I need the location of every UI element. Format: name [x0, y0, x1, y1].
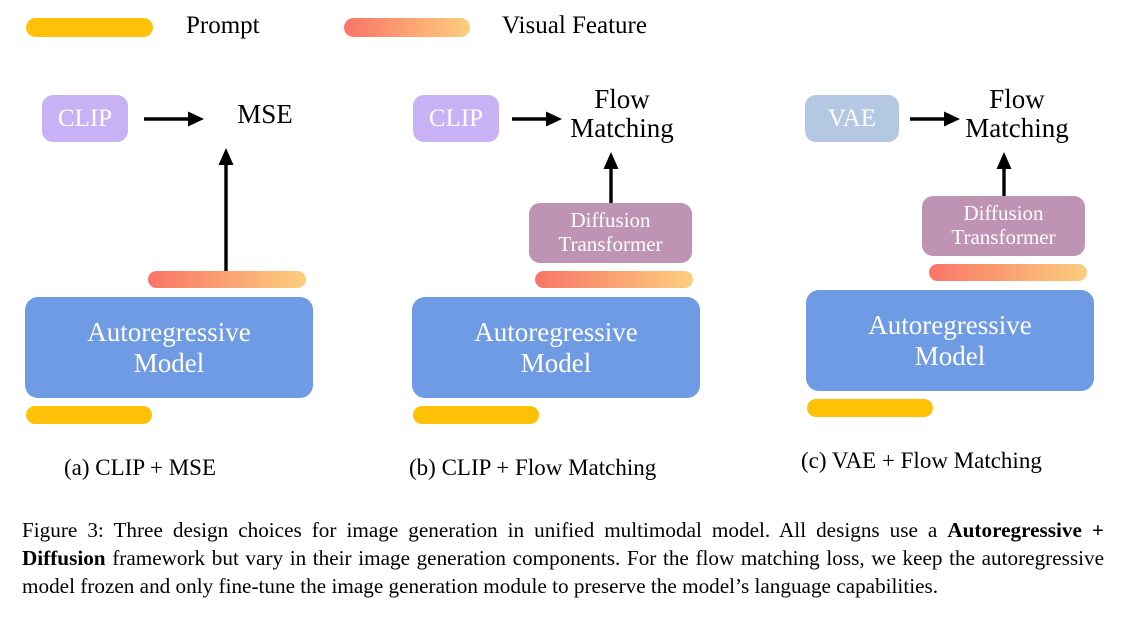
- panel-b-caption: (b) CLIP + Flow Matching: [409, 455, 657, 480]
- legend-swatch-prompt: [26, 18, 153, 37]
- panel-a-prompt-bar: [26, 406, 152, 424]
- panel-a: CLIP MSE Autoregressive Model (a) CLIP +…: [0, 0, 374, 500]
- panel-c-diffusion-transformer-box[interactable]: Diffusion Transformer: [922, 196, 1085, 256]
- figure-caption-prefix: Figure 3: Three design choices for image…: [22, 518, 948, 542]
- panel-c-loss-label: Flow Matching: [965, 84, 1069, 144]
- panel-a-encoder-box[interactable]: CLIP: [42, 95, 128, 142]
- panel-c-visual-feature-bar: [929, 264, 1087, 281]
- panel-a-encoder-to-loss-arrow: [144, 111, 204, 127]
- panel-c-prompt-bar: [807, 399, 933, 417]
- panel-a-autoregressive-model-box[interactable]: Autoregressive Model: [25, 297, 313, 398]
- panel-c-diffusion-label: Diffusion Transformer: [951, 201, 1056, 249]
- panel-b-encoder-box[interactable]: CLIP: [413, 95, 499, 142]
- panel-b-loss-label: Flow Matching: [570, 84, 674, 144]
- panel-b-diffusion-transformer-box[interactable]: Diffusion Transformer: [529, 203, 692, 263]
- panel-a-loss-label: MSE: [237, 99, 293, 129]
- figure-caption-suffix: framework but vary in their image genera…: [22, 546, 1104, 599]
- panel-b: CLIP Flow Matching Diffusion Transformer…: [409, 84, 700, 480]
- panel-c-autoregressive-model-box[interactable]: Autoregressive Model: [806, 290, 1094, 391]
- panel-b-diffusion-to-loss-arrow: [603, 152, 619, 204]
- panel-b-encoder-to-loss-arrow: [512, 111, 562, 127]
- panel-c-encoder-box[interactable]: VAE: [805, 95, 899, 142]
- panel-b-diffusion-label: Diffusion Transformer: [558, 208, 663, 256]
- panel-c-encoder-to-loss-arrow: [910, 111, 960, 127]
- panel-b-encoder-label: CLIP: [428, 104, 484, 132]
- legend-label-prompt: Prompt: [186, 12, 260, 39]
- panel-a-visual-feature-bar: [148, 271, 306, 288]
- panel-a-encoder-label: CLIP: [57, 104, 113, 132]
- panel-a-caption: (a) CLIP + MSE: [64, 455, 217, 480]
- panel-a-model-label: Autoregressive Model: [87, 317, 251, 378]
- legend-swatch-visual-feature: [344, 18, 470, 37]
- figure-caption: Figure 3: Three design choices for image…: [22, 516, 1104, 601]
- panel-c-caption: (c) VAE + Flow Matching: [801, 448, 1042, 473]
- panel-c: VAE Flow Matching Diffusion Transformer …: [801, 84, 1094, 473]
- panel-a-feature-to-loss-arrow: [218, 148, 234, 272]
- legend-label-visual-feature: Visual Feature: [502, 12, 647, 39]
- panel-b-visual-feature-bar: [535, 271, 693, 288]
- panel-b-prompt-bar: [413, 406, 539, 424]
- figure-caption-bold: Autoregressive + Diffusion: [22, 518, 1104, 571]
- panel-c-encoder-label: VAE: [827, 104, 877, 132]
- panel-b-model-label: Autoregressive Model: [474, 317, 638, 378]
- legend: Prompt Visual Feature: [0, 0, 1123, 60]
- panel-c-model-label: Autoregressive Model: [868, 310, 1032, 371]
- panel-b-autoregressive-model-box[interactable]: Autoregressive Model: [412, 297, 700, 398]
